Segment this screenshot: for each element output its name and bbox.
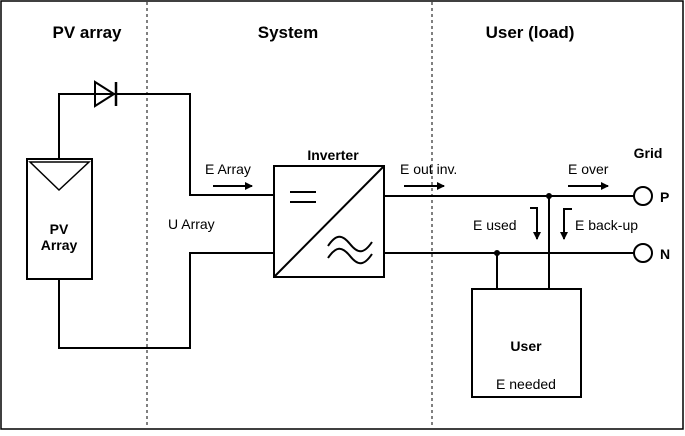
dc-symbol-icon <box>290 191 316 203</box>
ac-sine-icon <box>327 235 373 265</box>
grid-title: Grid <box>634 145 663 161</box>
label-e-array: E Array <box>205 161 251 177</box>
label-e-out-inv: E out inv. <box>400 161 457 177</box>
diode-icon <box>93 80 118 108</box>
inverter-box <box>273 165 385 278</box>
arrow-e-used <box>530 207 541 240</box>
pv-panel-triangle-icon <box>28 161 91 192</box>
label-e-over: E over <box>568 161 609 177</box>
grid-label-n: N <box>660 246 670 262</box>
arrow-e-backup <box>560 208 572 240</box>
user-box: User E needed <box>471 288 582 398</box>
grid-terminal-n-icon <box>633 243 653 263</box>
pv-panel-box <box>26 158 93 280</box>
grid-label-p: P <box>660 189 669 205</box>
user-e-needed: E needed <box>496 376 556 392</box>
inverter-title: Inverter <box>307 147 359 163</box>
label-u-array: U Array <box>168 216 215 232</box>
label-e-used: E used <box>473 217 517 233</box>
section-title-user-load: User (load) <box>486 23 575 42</box>
section-title-system: System <box>258 23 318 42</box>
dc-negative-wire <box>58 252 274 349</box>
dc-positive-wire <box>58 93 274 196</box>
grid-terminal-p-icon <box>633 186 653 206</box>
label-e-backup: E back-up <box>575 217 638 233</box>
pv-panel-label-line2: Array <box>41 237 78 253</box>
pv-panel: PV Array <box>26 158 93 280</box>
user-title: User <box>510 338 542 354</box>
section-title-pv-array: PV array <box>53 23 123 42</box>
pv-panel-label-line1: PV <box>50 221 69 237</box>
